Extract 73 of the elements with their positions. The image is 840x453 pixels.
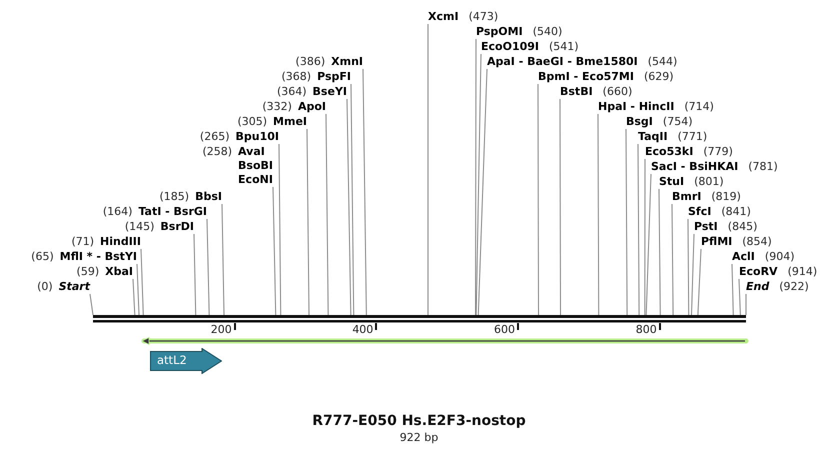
leader-line — [350, 84, 354, 316]
scale-number: 200 — [210, 323, 232, 336]
leader-line — [90, 294, 94, 316]
cut-site-label: PspOMI (540) — [476, 25, 562, 39]
cut-site-label: BmrI (819) — [672, 190, 741, 204]
cut-site-label: (368) PspFI — [282, 70, 351, 84]
cut-site-label: (0) Start — [37, 280, 90, 294]
leader-line — [346, 98, 352, 316]
map-title: R777-E050 Hs.E2F3-nostop — [312, 413, 526, 430]
leader-line — [688, 218, 690, 316]
leader-line — [306, 128, 310, 316]
leader-line — [697, 248, 702, 316]
leader-line — [278, 144, 282, 316]
cut-site-label: EcoRV (914) — [739, 265, 818, 279]
cut-site-label: EcoO109I (541) — [481, 40, 579, 54]
cut-site-label: StuI (801) — [659, 175, 724, 189]
cut-site-label: (332) ApoI — [262, 100, 326, 114]
scale-number: 800 — [636, 323, 657, 336]
cut-site-label: XcmI (473) — [428, 10, 498, 24]
leader-line — [476, 54, 482, 316]
cut-site-label: Eco53kI (779) — [645, 145, 733, 159]
leader-line — [672, 204, 674, 316]
cut-site-label: (164) TatI - BsrGI — [102, 205, 207, 219]
leader-line — [140, 248, 144, 316]
leader-line — [738, 278, 741, 316]
scale-number: 600 — [494, 323, 515, 336]
leader-line — [598, 114, 600, 316]
leader-line — [326, 114, 329, 316]
cut-site-label: SfcI (841) — [688, 205, 751, 219]
leader-line — [658, 188, 661, 316]
leader-line — [362, 68, 367, 316]
cut-site-label: (305) MmeI — [237, 115, 307, 129]
leader-line — [560, 98, 561, 316]
feature-label: attL2 — [157, 353, 187, 368]
leader-line — [132, 278, 136, 316]
cut-site-label: TaqII (771) — [638, 130, 708, 144]
cut-site-label: ApaI - BaeGI - Bme1580I (544) — [487, 55, 678, 69]
leader-line — [538, 84, 539, 316]
cut-site-label: (185) BbsI — [160, 190, 222, 204]
cut-site-label: (71) HindIII — [71, 235, 141, 249]
leader-line — [194, 234, 196, 316]
cut-site-label: PstI (845) — [694, 220, 758, 234]
leader-line — [478, 68, 488, 316]
scale-number: 400 — [352, 323, 374, 336]
cut-site-label: BstBI (660) — [560, 85, 632, 99]
cut-site-label: AclI (904) — [732, 250, 794, 264]
cut-site-label: (145) BsrDI — [124, 220, 194, 234]
leader-line — [136, 264, 140, 316]
dna-backbone — [93, 315, 746, 323]
leader-line — [272, 186, 276, 316]
leader-line — [222, 204, 224, 316]
cut-site-label: (59) XbaI — [76, 265, 133, 279]
cut-site-label: End (922) — [746, 280, 809, 294]
leader-line — [644, 158, 646, 316]
cut-site-label: BsgI (754) — [626, 115, 692, 129]
leader-line — [475, 38, 476, 316]
leader-line — [626, 128, 628, 316]
leader-line — [691, 234, 694, 316]
sequence-length: 922 bp — [400, 431, 438, 444]
cut-site-label: SacI - BsiHKAI (781) — [651, 160, 778, 174]
cut-site-label: PflMI (854) — [701, 235, 772, 249]
cut-site-label: (265) Bpu10I — [200, 130, 279, 144]
cut-site-label: (386) XmnI — [296, 55, 363, 69]
cut-site-label: (65) MflI * - BstYI — [31, 250, 137, 264]
leader-line — [646, 174, 652, 316]
leader-line — [206, 218, 210, 316]
cut-site-label: (364) BseYI — [276, 85, 347, 99]
cut-site-label: BpmI - Eco57MI (629) — [538, 70, 674, 84]
cut-site-label: HpaI - HincII (714) — [598, 100, 714, 114]
leader-line — [638, 144, 640, 316]
feature-arrow — [150, 348, 222, 374]
leader-line — [732, 264, 734, 316]
cut-site-label: (258) AvaI BsoBI EcoNI — [202, 145, 273, 187]
